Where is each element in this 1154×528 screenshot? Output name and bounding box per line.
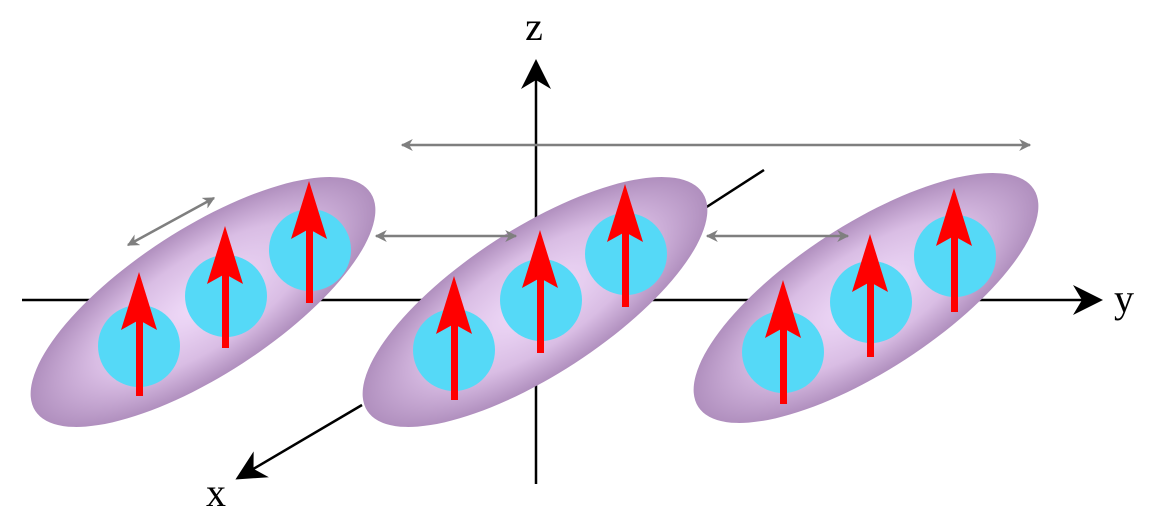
spin-arrow-icon xyxy=(607,184,643,307)
spin-arrow-icon xyxy=(121,272,157,396)
spin-arrow-icon xyxy=(852,234,888,357)
ellipsoid-center xyxy=(362,177,708,427)
spin-arrow-icon xyxy=(207,226,243,348)
ellipsoid-right xyxy=(693,173,1039,423)
x-axis xyxy=(235,403,363,480)
z-axis-label: z xyxy=(525,4,543,49)
spin-arrow-icon xyxy=(936,188,972,312)
spin-arrow-icon xyxy=(522,230,558,353)
double-arrow-icon xyxy=(126,196,216,247)
spin-arrow-icon xyxy=(765,280,801,404)
spin-arrow-icon xyxy=(291,181,327,303)
ellipsoid-left xyxy=(30,177,376,427)
spin-arrow-icon xyxy=(436,276,472,400)
y-axis-label: y xyxy=(1114,276,1134,321)
x-axis-label: x xyxy=(206,470,226,515)
